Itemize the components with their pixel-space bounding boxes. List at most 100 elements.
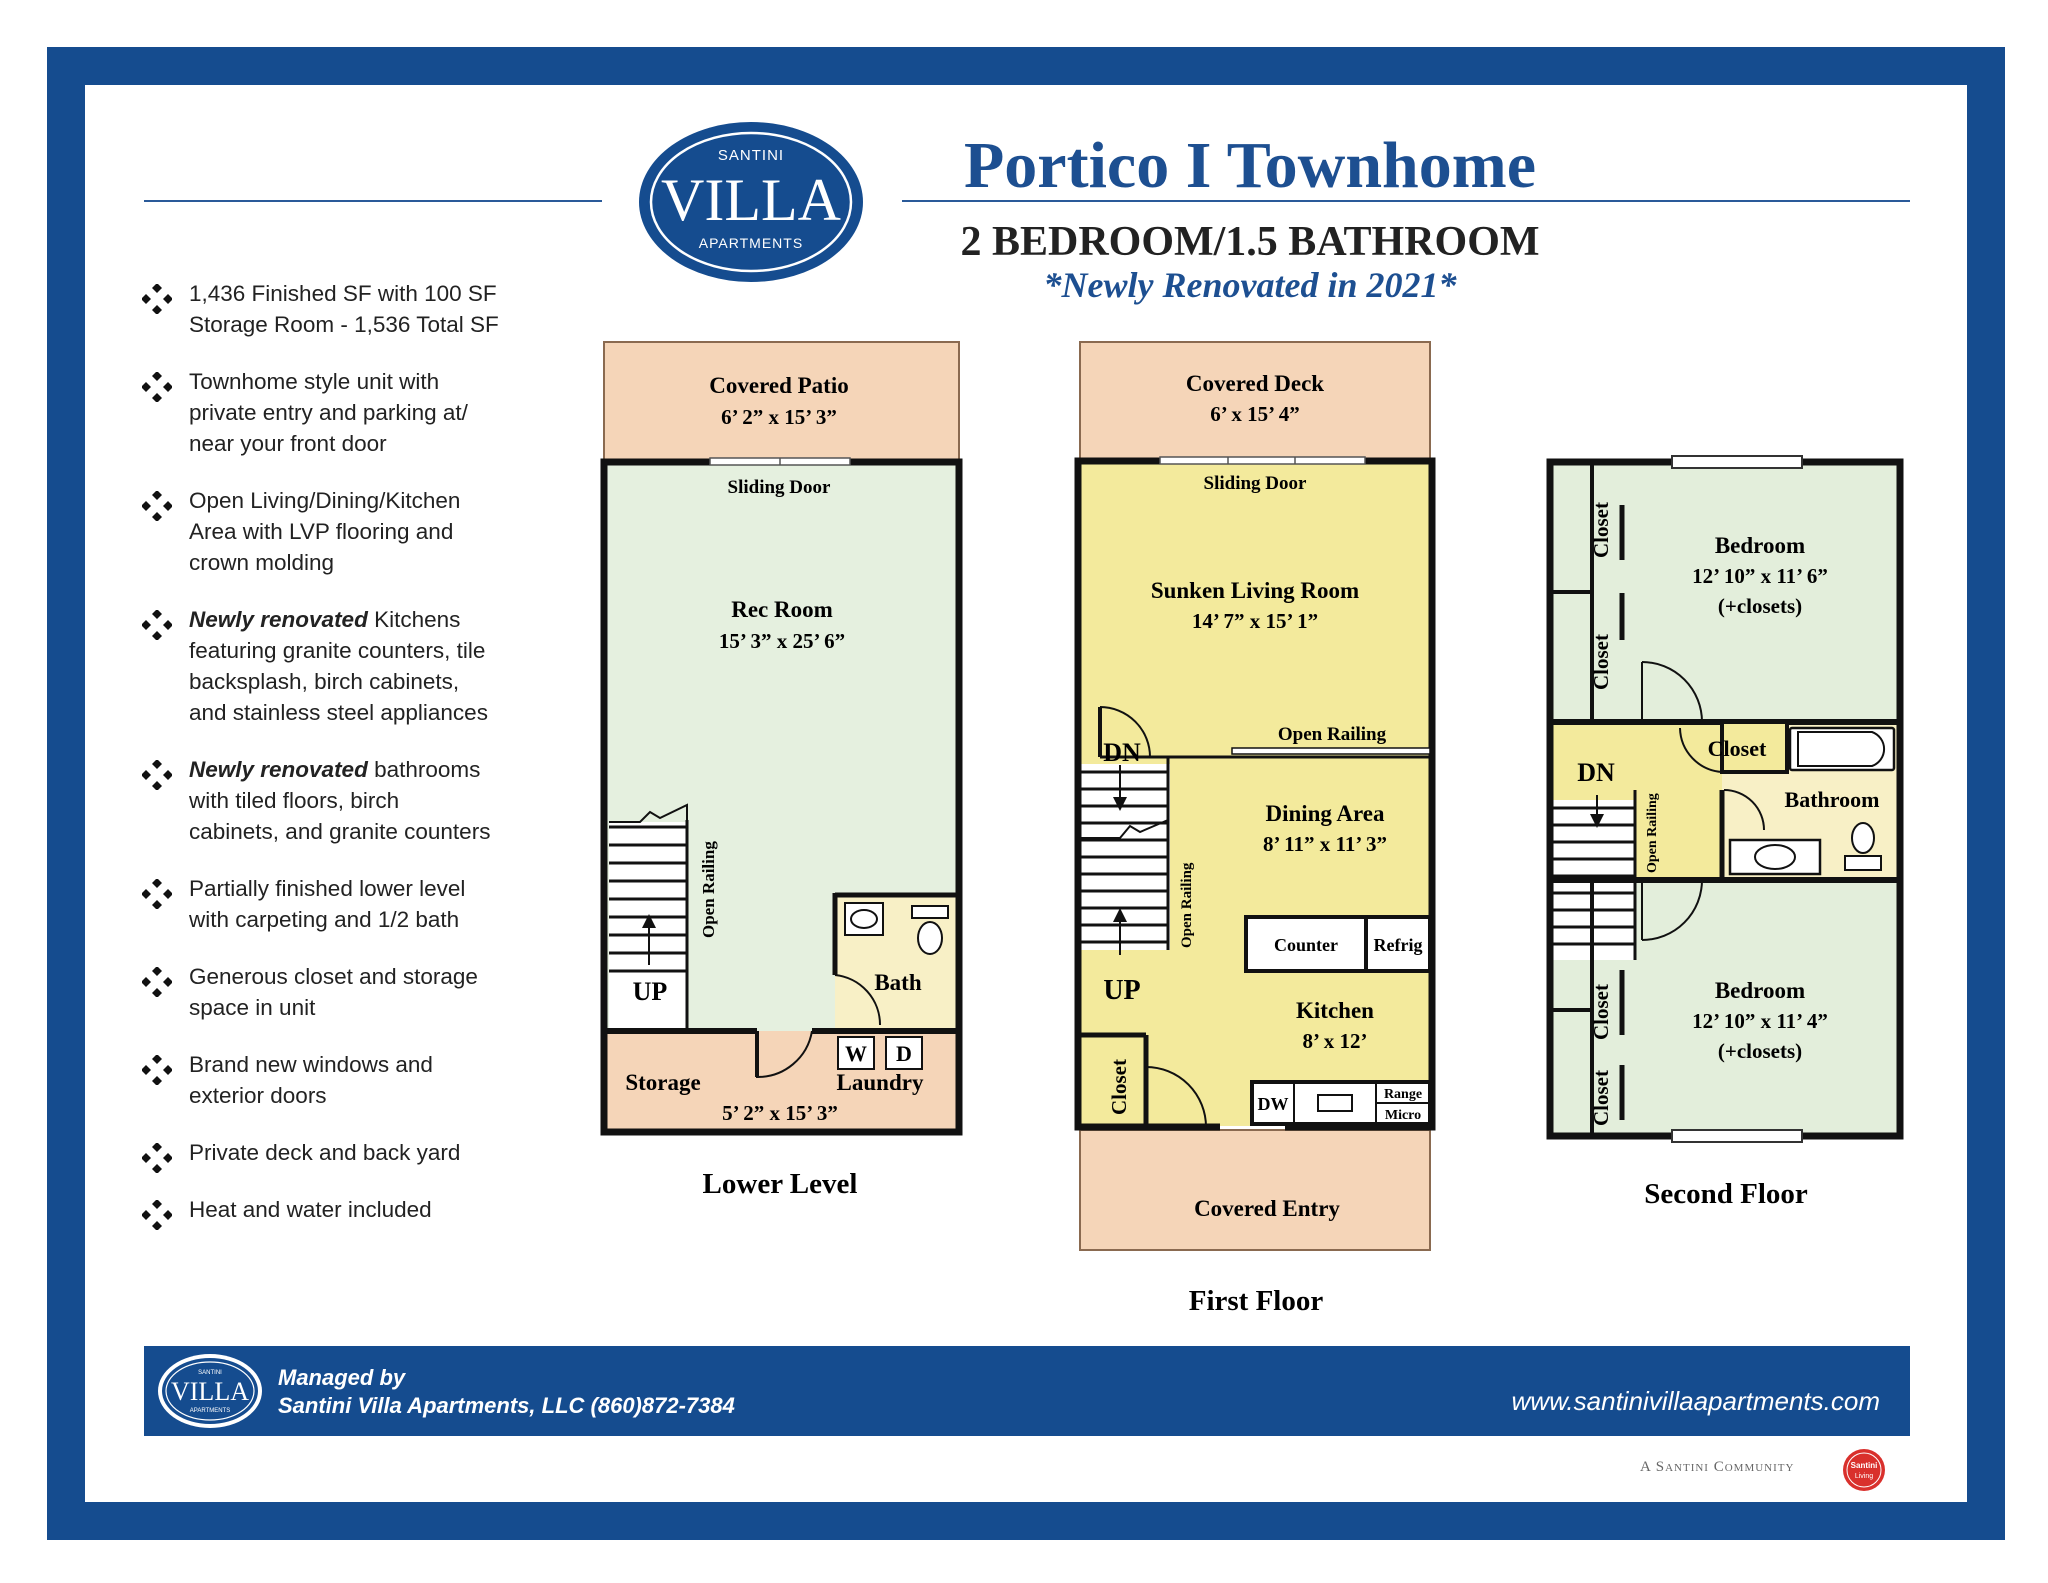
website-link[interactable]: www.santinivillaapartments.com xyxy=(1511,1386,1880,1416)
first-dn-label: DN xyxy=(1103,738,1141,767)
diamond-bullet-icon xyxy=(142,491,172,521)
feature-text: Generous closet and storage xyxy=(189,964,478,989)
feature-item: Brand new windows and exterior doors xyxy=(140,1049,540,1111)
diamond-bullet-icon xyxy=(142,760,172,790)
washer-label: W xyxy=(845,1041,867,1066)
diamond-bullet-icon xyxy=(142,967,172,997)
dining-area-label: Dining Area xyxy=(1265,801,1385,826)
managed-by-label: Managed by xyxy=(278,1365,406,1390)
feature-emphasis: Newly renovated xyxy=(189,607,368,632)
diamond-bullet-icon xyxy=(142,1200,172,1230)
closet-label-3: Closet xyxy=(1589,984,1613,1040)
feature-item: Partially finished lower level with carpe… xyxy=(140,873,540,935)
feature-text: Brand new windows and xyxy=(189,1052,433,1077)
lower-level-plan: Covered Patio 6’ 2” x 15’ 3” xyxy=(600,341,963,1200)
badge-line1: Santini xyxy=(1851,1461,1878,1470)
feature-text: Kitchens xyxy=(367,607,461,632)
management-company: Santini Villa Apartments, LLC (860)872-7… xyxy=(278,1393,735,1418)
feature-text: exterior doors xyxy=(189,1083,327,1108)
diamond-bullet-icon xyxy=(142,1143,172,1173)
bedroom-top-note: (+closets) xyxy=(1718,594,1802,618)
feature-text: Storage Room - 1,536 Total SF xyxy=(189,312,499,337)
covered-entry-label: Covered Entry xyxy=(1194,1196,1340,1221)
entry-closet xyxy=(1080,1035,1142,1127)
feature-text: cabinets, and granite counters xyxy=(189,819,491,844)
bedroom-top xyxy=(1550,462,1900,722)
logo-top-text: SANTINI xyxy=(718,147,784,164)
first-floor-caption: First Floor xyxy=(1189,1285,1324,1317)
covered-patio-size: 6’ 2” x 15’ 3” xyxy=(721,405,837,429)
closet-label-2: Closet xyxy=(1589,634,1613,690)
storage-label: Storage xyxy=(625,1070,700,1095)
second-dn-label: DN xyxy=(1577,758,1615,787)
feature-text: private entry and parking at/ xyxy=(189,400,468,425)
bedroom-bottom-note: (+closets) xyxy=(1718,1039,1802,1063)
footer-logo-bottom: APARTMENTS xyxy=(190,1408,230,1414)
bathroom-label: Bathroom xyxy=(1785,787,1880,812)
feature-text: crown molding xyxy=(189,550,335,575)
refrig-label: Refrig xyxy=(1374,935,1423,955)
feature-text: space in unit xyxy=(189,995,316,1020)
footer-bar: SANTINI VILLA APARTMENTS Managed by Sant… xyxy=(144,1346,1910,1436)
hall-closet-label: Closet xyxy=(1708,736,1767,761)
dryer-label: D xyxy=(896,1041,912,1066)
counter-label: Counter xyxy=(1274,935,1338,955)
second-open-railing-label: Open Railing xyxy=(1645,793,1660,873)
logo-main-text: VILLA xyxy=(661,167,841,233)
feature-text: with carpeting and 1/2 bath xyxy=(189,907,460,932)
second-floor-plan: Bedroom 12’ 10” x 11’ 6” (+closets) Clos… xyxy=(1546,455,1904,1210)
feature-text: Partially finished lower level xyxy=(189,876,466,901)
santini-living-badge: Santini Living xyxy=(1843,1449,1885,1491)
kitchen-label: Kitchen xyxy=(1296,998,1374,1023)
feature-text: Open Living/Dining/Kitchen xyxy=(189,488,461,513)
renovation-tagline: *Newly Renovated in 2021* xyxy=(1043,265,1457,305)
feature-item: Townhome style unit with private entry an… xyxy=(140,366,540,459)
feature-list: 1,436 Finished SF with 100 SF Storage Roo… xyxy=(140,278,540,1251)
feature-text: Heat and water included xyxy=(189,1197,432,1222)
lower-bath-label: Bath xyxy=(874,970,922,995)
covered-patio-label: Covered Patio xyxy=(709,373,848,398)
feature-item: Private deck and back yard xyxy=(140,1137,540,1173)
dining-area-size: 8’ 11” x 11’ 3” xyxy=(1263,832,1387,856)
feature-text: near your front door xyxy=(189,431,387,456)
dw-label: DW xyxy=(1258,1094,1289,1114)
bedroom-bottom-size: 12’ 10” x 11’ 4” xyxy=(1692,1009,1828,1033)
covered-deck-label: Covered Deck xyxy=(1186,371,1324,396)
feature-text: bathrooms xyxy=(367,757,481,782)
unit-type: 2 BEDROOM/1.5 BATHROOM xyxy=(960,219,1540,265)
bedroom-bottom-label: Bedroom xyxy=(1715,978,1805,1003)
feature-item: 1,436 Finished SF with 100 SF Storage Roo… xyxy=(140,278,540,340)
second-floor-caption: Second Floor xyxy=(1644,1178,1808,1210)
diamond-bullet-icon xyxy=(142,1055,172,1085)
rec-room-size: 15’ 3” x 25’ 6” xyxy=(719,629,845,653)
covered-entry xyxy=(1079,1129,1431,1251)
first-closet-label: Closet xyxy=(1107,1059,1131,1115)
feature-text: 1,436 Finished SF with 100 SF xyxy=(189,281,497,306)
rec-room-label: Rec Room xyxy=(731,597,833,622)
covered-patio xyxy=(603,341,960,463)
header-rule-left xyxy=(144,200,602,202)
micro-label: Micro xyxy=(1385,1108,1421,1123)
lower-up-label: UP xyxy=(633,977,668,1006)
badge-line2: Living xyxy=(1855,1473,1873,1480)
laundry-label: Laundry xyxy=(837,1070,924,1095)
santini-villa-logo: SANTINI VILLA APARTMENTS xyxy=(639,122,863,282)
footer-logo-main: VILLA xyxy=(171,1377,249,1406)
diamond-bullet-icon xyxy=(142,610,172,640)
first-up-label: UP xyxy=(1103,975,1140,1006)
closet-label-4: Closet xyxy=(1589,1070,1613,1126)
range-label: Range xyxy=(1384,1087,1422,1102)
closet-label-1: Closet xyxy=(1589,502,1613,558)
logo-bottom-text: APARTMENTS xyxy=(699,235,803,251)
footer-logo: SANTINI VILLA APARTMENTS xyxy=(158,1354,262,1428)
lower-open-railing-label: Open Railing xyxy=(699,841,718,938)
page-title: Portico I Townhome xyxy=(963,129,1537,202)
feature-text: Townhome style unit with xyxy=(189,369,440,394)
feature-text: backsplash, birch cabinets, xyxy=(189,669,460,694)
feature-item: Generous closet and storage space in unit xyxy=(140,961,540,1023)
covered-deck-size: 6’ x 15’ 4” xyxy=(1210,402,1300,426)
feature-text: Private deck and back yard xyxy=(189,1140,461,1165)
